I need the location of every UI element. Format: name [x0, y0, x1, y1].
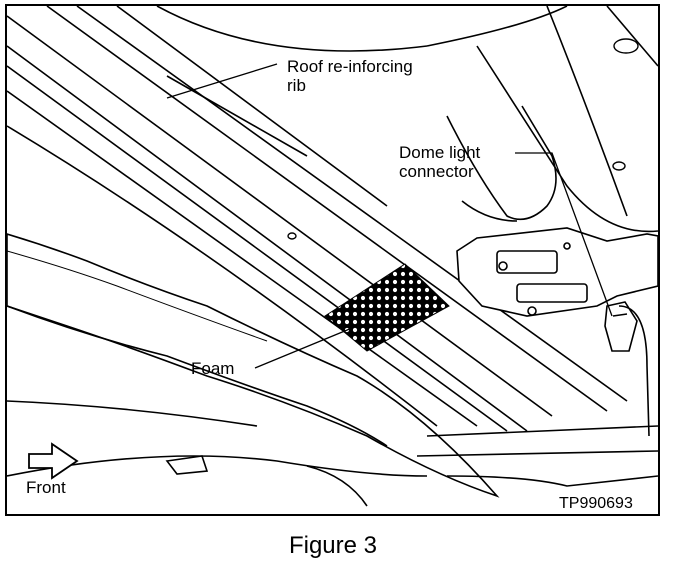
roof-rib-label-line1: Roof re-inforcing [287, 57, 413, 76]
front-label: Front [26, 478, 66, 497]
figure-code: TP990693 [559, 495, 633, 512]
foam-label: Foam [191, 359, 235, 378]
foam-pad [324, 263, 450, 352]
figure-caption: Figure 3 [288, 532, 378, 559]
dome-light-bracket [456, 227, 658, 317]
front-arrow-icon [28, 442, 79, 480]
dome-light-label: Dome light connector [399, 143, 480, 181]
dome-light-connector [604, 301, 650, 437]
roof-rib-label-line2: rib [287, 76, 306, 95]
figure-illustration: Roof re-inforcing rib Dome light connect… [5, 4, 660, 516]
roof-rib-leader [166, 63, 278, 99]
headliner-fold [7, 233, 500, 498]
leader-lines [166, 63, 613, 369]
roof-reinforcing-rib [7, 6, 628, 432]
lower-trim [7, 400, 658, 507]
dome-light-label-line1: Dome light [399, 143, 481, 162]
dome-light-label-line2: connector [399, 162, 474, 181]
roof-panel-outline [156, 6, 658, 233]
dome-connector-leader [515, 152, 613, 317]
roof-rib-label: Roof re-inforcing rib [287, 57, 413, 95]
roof-interior-drawing [7, 6, 658, 507]
roof-holes [287, 38, 639, 240]
foam-leader [254, 327, 353, 369]
